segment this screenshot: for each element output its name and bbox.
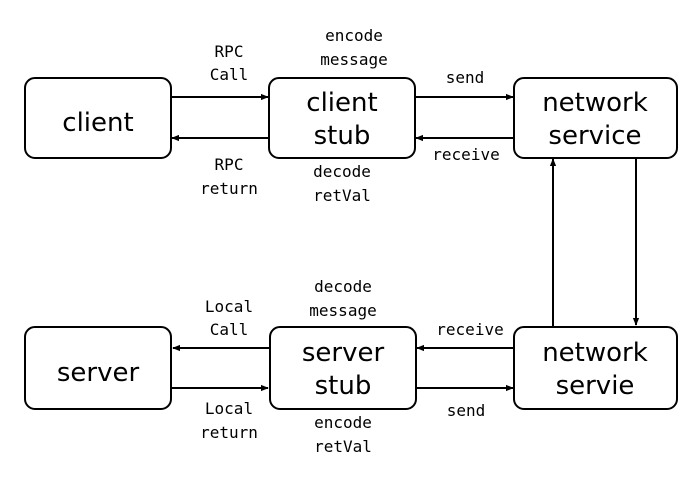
rpc-call-label-line2: Call: [210, 65, 249, 84]
local-call-label-line2: Call: [210, 320, 249, 339]
rpc-call-label-line1: RPC: [215, 42, 244, 61]
send-top-label: send: [446, 68, 485, 87]
server-stub-node: server stub: [269, 326, 417, 410]
server-label: server: [57, 358, 140, 388]
local-call-label-line1: Local: [205, 297, 253, 316]
client-stub-label-line2: stub: [314, 121, 371, 151]
client-node: client: [24, 77, 172, 159]
send-bottom-label: send: [447, 401, 486, 420]
network-servie-node: network servie: [513, 326, 678, 410]
encode-message-label-line2: message: [320, 50, 387, 69]
server-stub-label-line2: stub: [315, 371, 372, 401]
receive-top-label: receive: [432, 145, 499, 164]
decode-retval-label-line1: decode: [313, 162, 371, 181]
local-return-label-line1: Local: [205, 399, 253, 418]
client-label: client: [62, 108, 133, 138]
network-service-label-line2: service: [548, 121, 641, 151]
local-return-label-line2: return: [200, 423, 258, 442]
network-servie-label-line1: network: [542, 338, 648, 368]
receive-bottom-label: receive: [436, 320, 503, 339]
server-node: server: [24, 326, 172, 410]
rpc-return-label-line1: RPC: [215, 155, 244, 174]
server-stub-label-line1: server: [302, 338, 385, 368]
client-stub-node: client stub: [268, 77, 416, 159]
network-servie-label-line2: servie: [556, 371, 635, 401]
encode-retval-label-line2: retVal: [314, 437, 372, 456]
network-service-node: network service: [513, 77, 678, 159]
network-service-label-line1: network: [542, 88, 648, 118]
rpc-return-label-line2: return: [200, 179, 258, 198]
decode-retval-label-line2: retVal: [313, 186, 371, 205]
decode-message-label-line1: decode: [314, 277, 372, 296]
decode-message-label-line2: message: [309, 301, 376, 320]
encode-retval-label-line1: encode: [314, 413, 372, 432]
encode-message-label-line1: encode: [325, 26, 383, 45]
client-stub-label-line1: client: [306, 88, 377, 118]
